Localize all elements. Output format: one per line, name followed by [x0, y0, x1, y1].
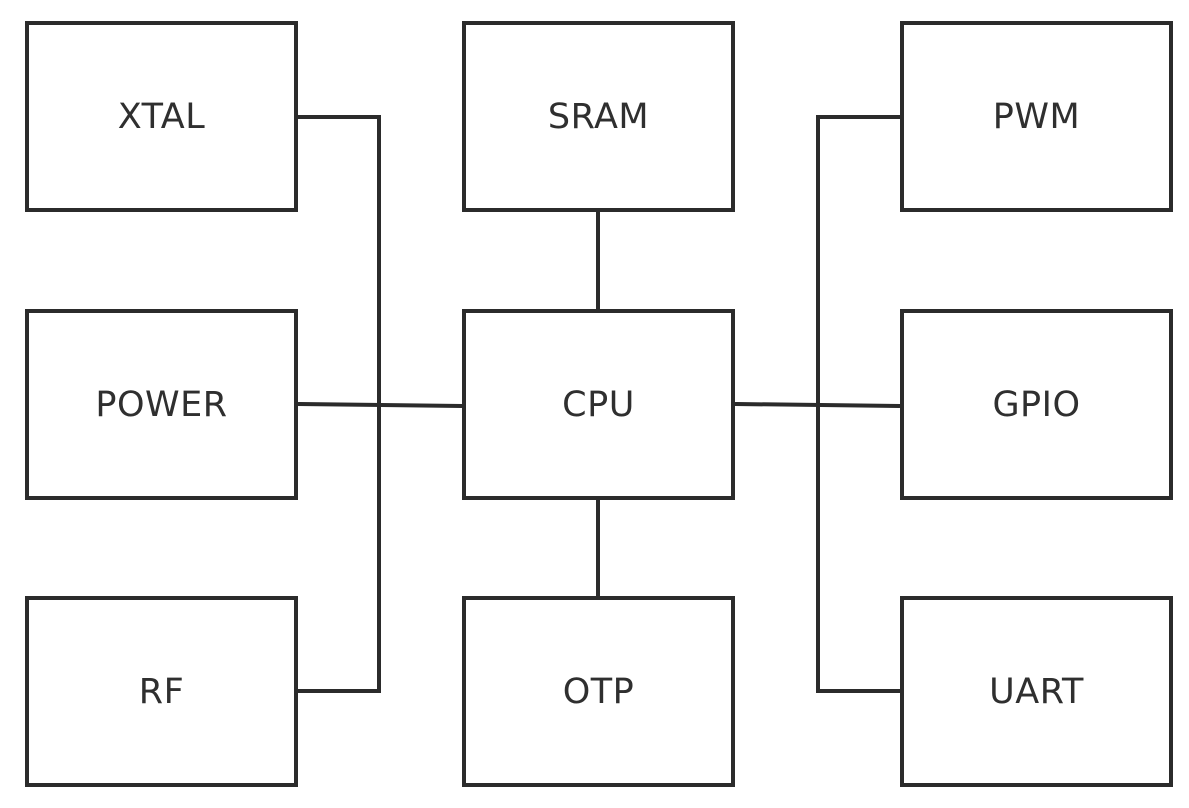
block-pwm: PWM — [900, 21, 1173, 212]
block-power-label: POWER — [95, 384, 228, 425]
block-gpio: GPIO — [900, 309, 1173, 500]
block-pwm-label: PWM — [992, 96, 1081, 137]
block-otp: OTP — [462, 596, 735, 787]
block-cpu-label: CPU — [562, 384, 635, 425]
wire-xtal-bus — [298, 115, 381, 408]
block-xtal: XTAL — [25, 21, 298, 212]
block-xtal-label: XTAL — [117, 96, 206, 137]
block-sram-label: SRAM — [547, 96, 650, 137]
block-rf: RF — [25, 596, 298, 787]
wire-power-cpu — [297, 401, 463, 409]
block-uart-label: UART — [989, 671, 1084, 712]
wire-rf-bus — [298, 404, 381, 693]
wire-pwm-bus — [816, 115, 900, 407]
block-rf-label: RF — [138, 671, 185, 712]
block-gpio-label: GPIO — [992, 384, 1081, 425]
wire-uart-bus — [816, 403, 900, 693]
block-uart: UART — [900, 596, 1173, 787]
block-cpu: CPU — [462, 309, 735, 500]
block-sram: SRAM — [462, 21, 735, 212]
block-otp-label: OTP — [562, 671, 635, 712]
wire-cpu-gpio — [734, 401, 901, 409]
block-power: POWER — [25, 309, 298, 500]
